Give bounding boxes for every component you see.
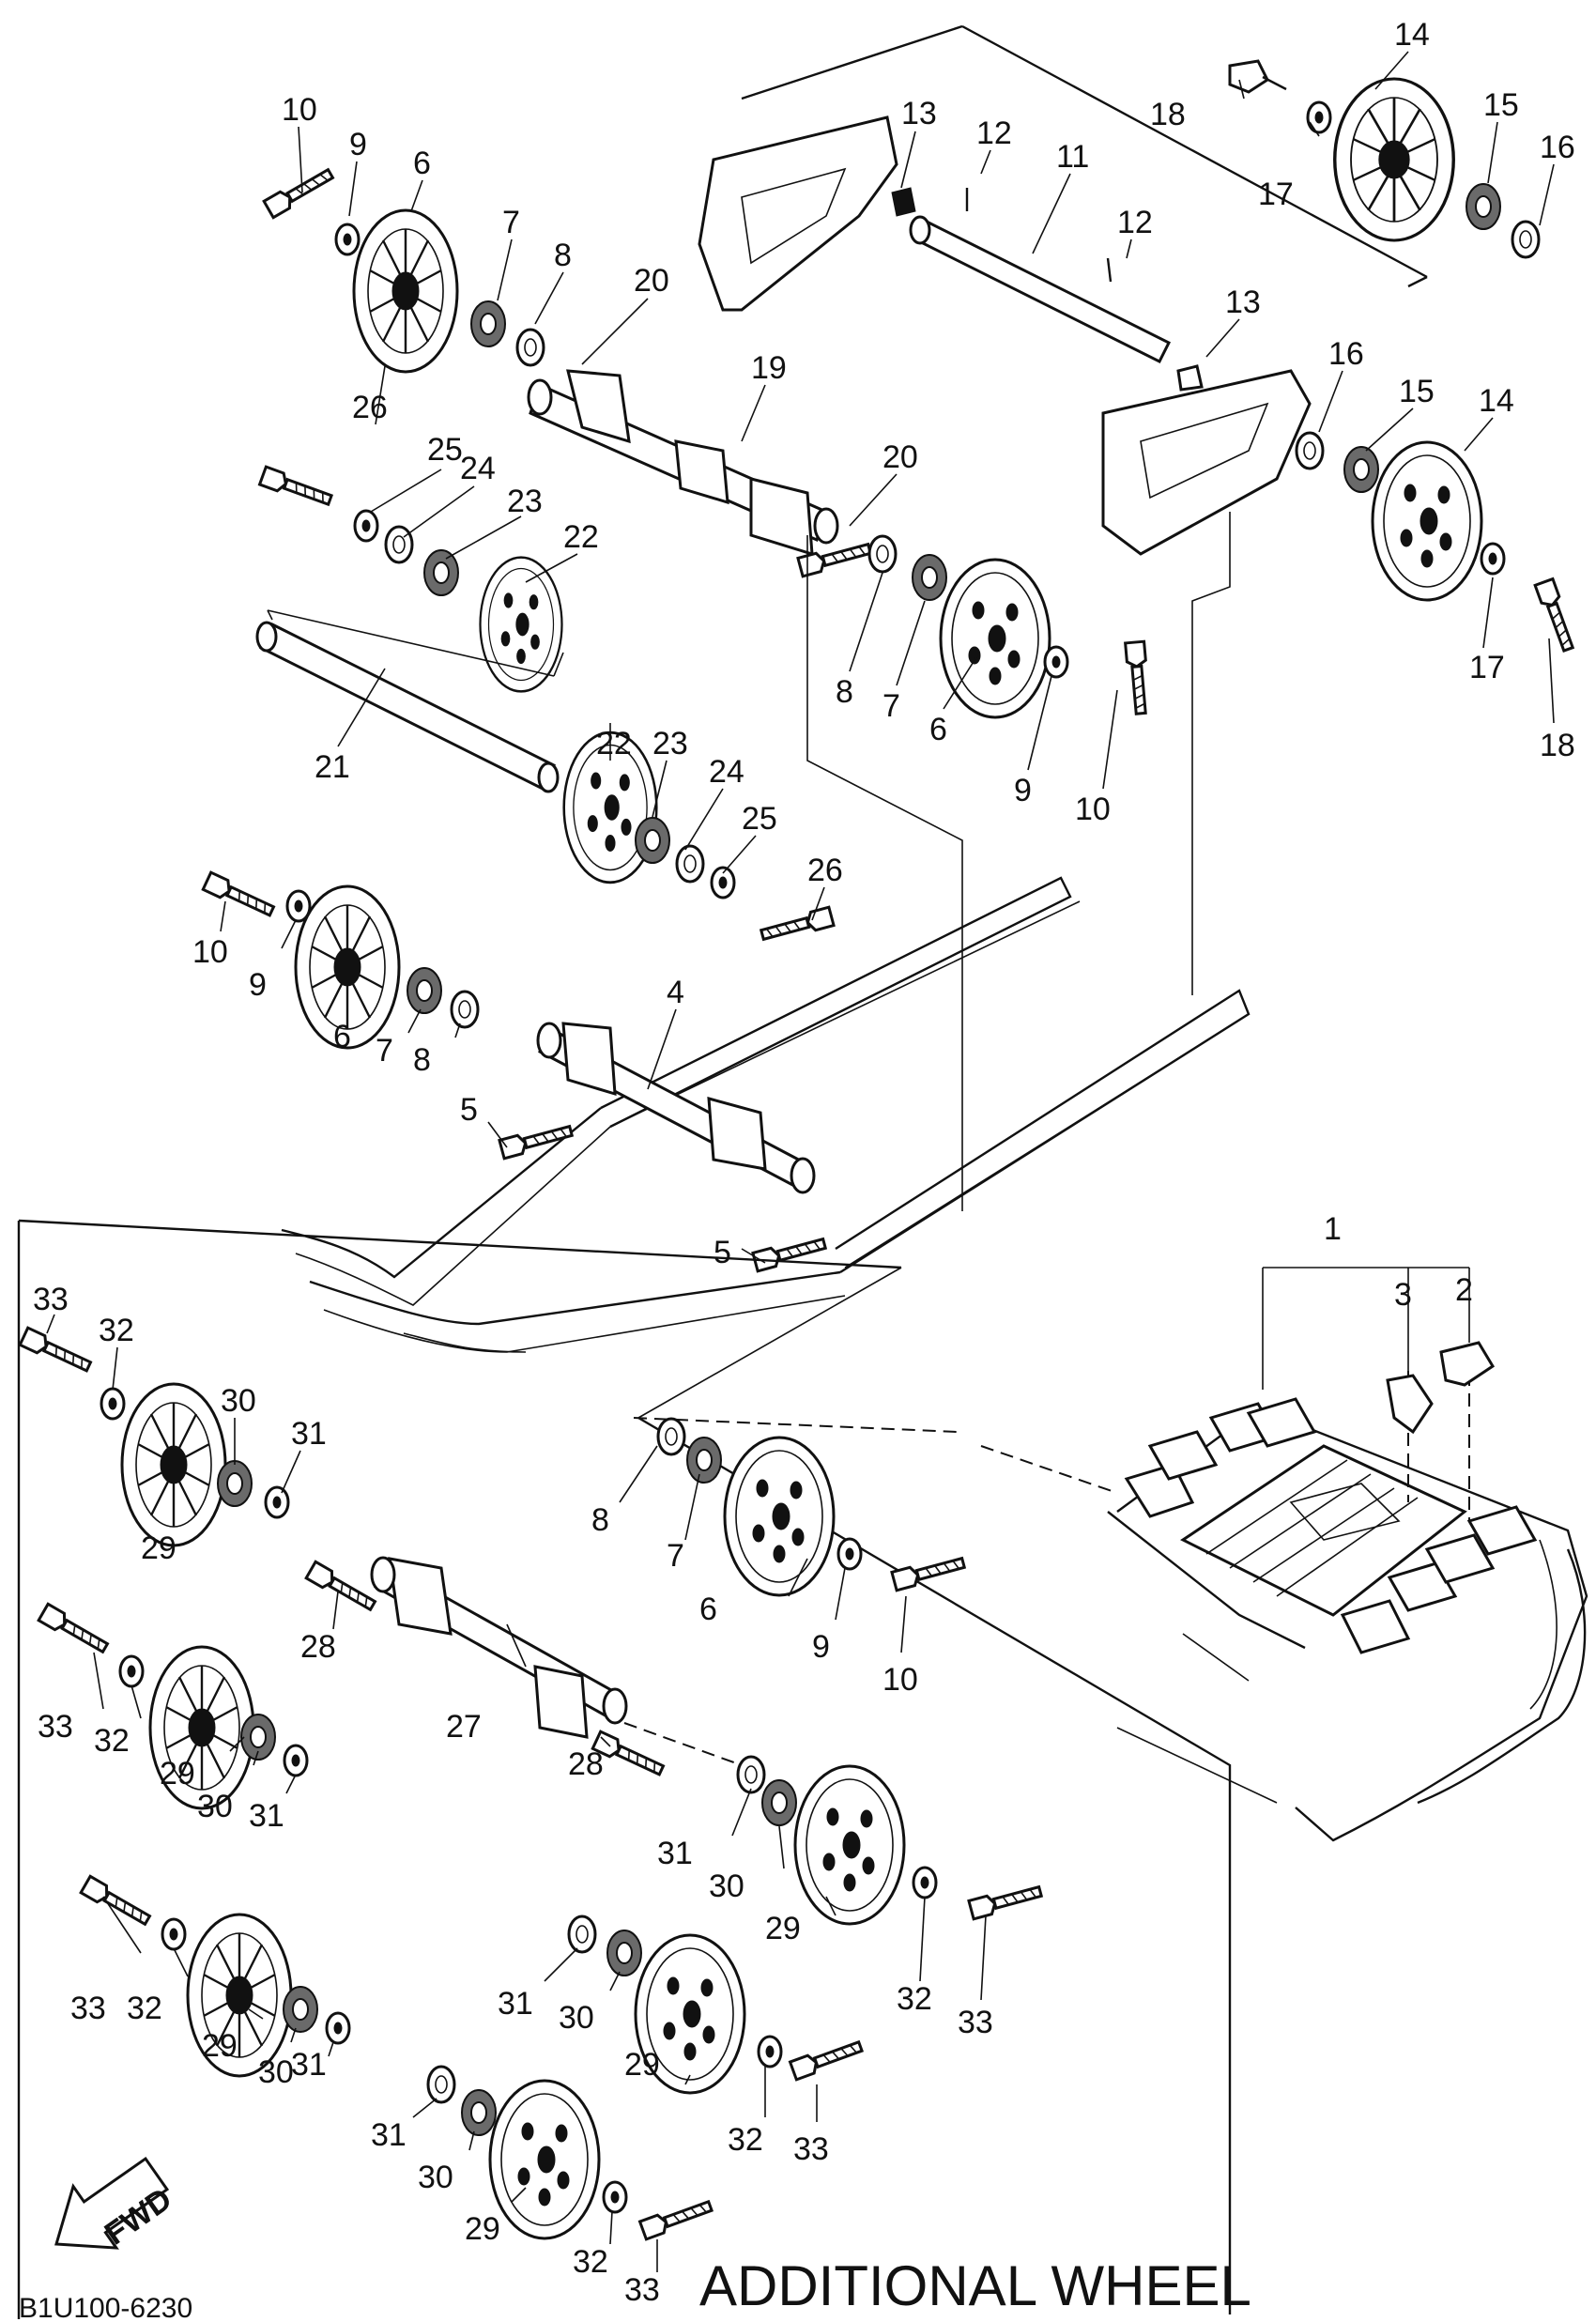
callout-26: 26 (352, 390, 388, 425)
callout-12b: 12 (1117, 205, 1153, 240)
callout-29b: 29 (160, 1756, 195, 1791)
callout-25b: 25 (742, 801, 777, 837)
callout-5b: 5 (714, 1235, 731, 1270)
callout-8c: 8 (413, 1042, 431, 1078)
callout-31f: 31 (371, 2117, 407, 2153)
callout-33f: 33 (624, 2272, 660, 2308)
callout-10d: 10 (882, 1662, 918, 1698)
callout-14b: 14 (1479, 383, 1514, 419)
callout-31c: 31 (657, 1836, 693, 1871)
callout-6d: 6 (699, 1592, 717, 1627)
callout-6b: 6 (929, 712, 947, 747)
callout-20: 20 (634, 263, 669, 299)
callout-25: 25 (427, 432, 463, 468)
callout-32e: 32 (728, 2122, 763, 2158)
callout-10: 10 (282, 92, 317, 128)
callout-23b: 23 (652, 726, 688, 761)
callout-33d: 33 (70, 1991, 106, 2026)
callout-8d: 8 (591, 1502, 609, 1538)
callout-33c: 33 (958, 2005, 993, 2040)
callout-8: 8 (554, 238, 572, 273)
callout-10b: 10 (1075, 792, 1111, 827)
callout-28: 28 (300, 1629, 336, 1665)
additional-wheel-label: ADDITIONAL WHEEL (699, 2254, 1251, 2317)
track-assembly (1107, 1397, 1588, 1842)
callout-13: 13 (901, 96, 937, 131)
callout-5: 5 (460, 1092, 478, 1128)
callout-4: 4 (667, 975, 684, 1010)
callout-18b: 18 (1540, 728, 1575, 763)
callout-9b: 9 (1014, 773, 1032, 808)
callout-17b: 17 (1469, 650, 1505, 685)
callout-29c: 29 (765, 1911, 801, 1946)
callout-22: 22 (563, 519, 599, 555)
callout-30c: 30 (709, 1868, 744, 1904)
callout-2: 2 (1455, 1272, 1473, 1308)
callout-16b: 16 (1328, 336, 1364, 372)
callout-32: 32 (99, 1313, 134, 1348)
callout-7b: 7 (882, 688, 900, 724)
callout-11: 11 (1056, 139, 1089, 175)
callout-6c: 6 (333, 1019, 351, 1054)
callout-8b: 8 (836, 674, 853, 710)
callout-6: 6 (413, 146, 431, 181)
callout-33: 33 (33, 1282, 69, 1317)
callout-29f: 29 (465, 2211, 500, 2247)
callout-32f: 32 (573, 2244, 608, 2280)
callout-16: 16 (1540, 130, 1575, 165)
callout-30d: 30 (258, 2054, 294, 2090)
callout-27: 27 (446, 1709, 482, 1745)
callout-9: 9 (349, 127, 367, 162)
callout-9c: 9 (249, 967, 267, 1003)
callout-14: 14 (1394, 17, 1430, 53)
callout-12: 12 (976, 115, 1012, 151)
callout-29d: 29 (202, 2028, 238, 2064)
callout-10c: 10 (192, 934, 228, 970)
callout-18: 18 (1150, 97, 1186, 132)
callout-15b: 15 (1399, 374, 1435, 409)
callout-labels: 10 9 6 7 8 20 19 26 25 24 23 22 13 12 11… (33, 17, 1575, 2308)
callout-32d: 32 (127, 1991, 162, 2026)
callout-19: 19 (751, 350, 787, 386)
fwd-arrow-icon (54, 2156, 170, 2250)
callout-33b: 33 (38, 1709, 73, 1745)
callout-30e: 30 (559, 2000, 594, 2036)
callout-32b: 32 (94, 1723, 130, 1759)
callout-1: 1 (1324, 1211, 1342, 1247)
callout-13b: 13 (1225, 284, 1261, 320)
callout-7: 7 (502, 205, 520, 240)
callout-15: 15 (1483, 87, 1519, 123)
callout-24b: 24 (709, 754, 744, 790)
callout-26b: 26 (807, 853, 843, 888)
callout-32c: 32 (897, 1981, 932, 2017)
callout-31e: 31 (498, 1986, 533, 2022)
callout-30f: 30 (418, 2160, 453, 2195)
callout-30: 30 (221, 1383, 256, 1419)
callout-17: 17 (1258, 177, 1294, 212)
callout-29: 29 (141, 1530, 176, 1566)
callout-31d: 31 (291, 2047, 327, 2083)
callout-33e: 33 (793, 2131, 829, 2167)
callout-31b: 31 (249, 1798, 284, 1834)
callout-22b: 22 (596, 726, 632, 761)
drawing-code: B1U100-6230 (19, 2293, 192, 2322)
callout-31: 31 (291, 1416, 327, 1452)
callout-30b: 30 (197, 1789, 233, 1824)
callout-28b: 28 (568, 1746, 604, 1782)
callout-24: 24 (460, 451, 496, 486)
callout-29e: 29 (624, 2047, 660, 2083)
callout-9d: 9 (812, 1629, 830, 1665)
callout-3: 3 (1394, 1277, 1412, 1313)
callout-21: 21 (315, 749, 350, 785)
callout-20b: 20 (882, 439, 918, 475)
callout-23: 23 (507, 484, 543, 519)
callout-7c: 7 (376, 1033, 393, 1069)
callout-7d: 7 (667, 1538, 684, 1574)
